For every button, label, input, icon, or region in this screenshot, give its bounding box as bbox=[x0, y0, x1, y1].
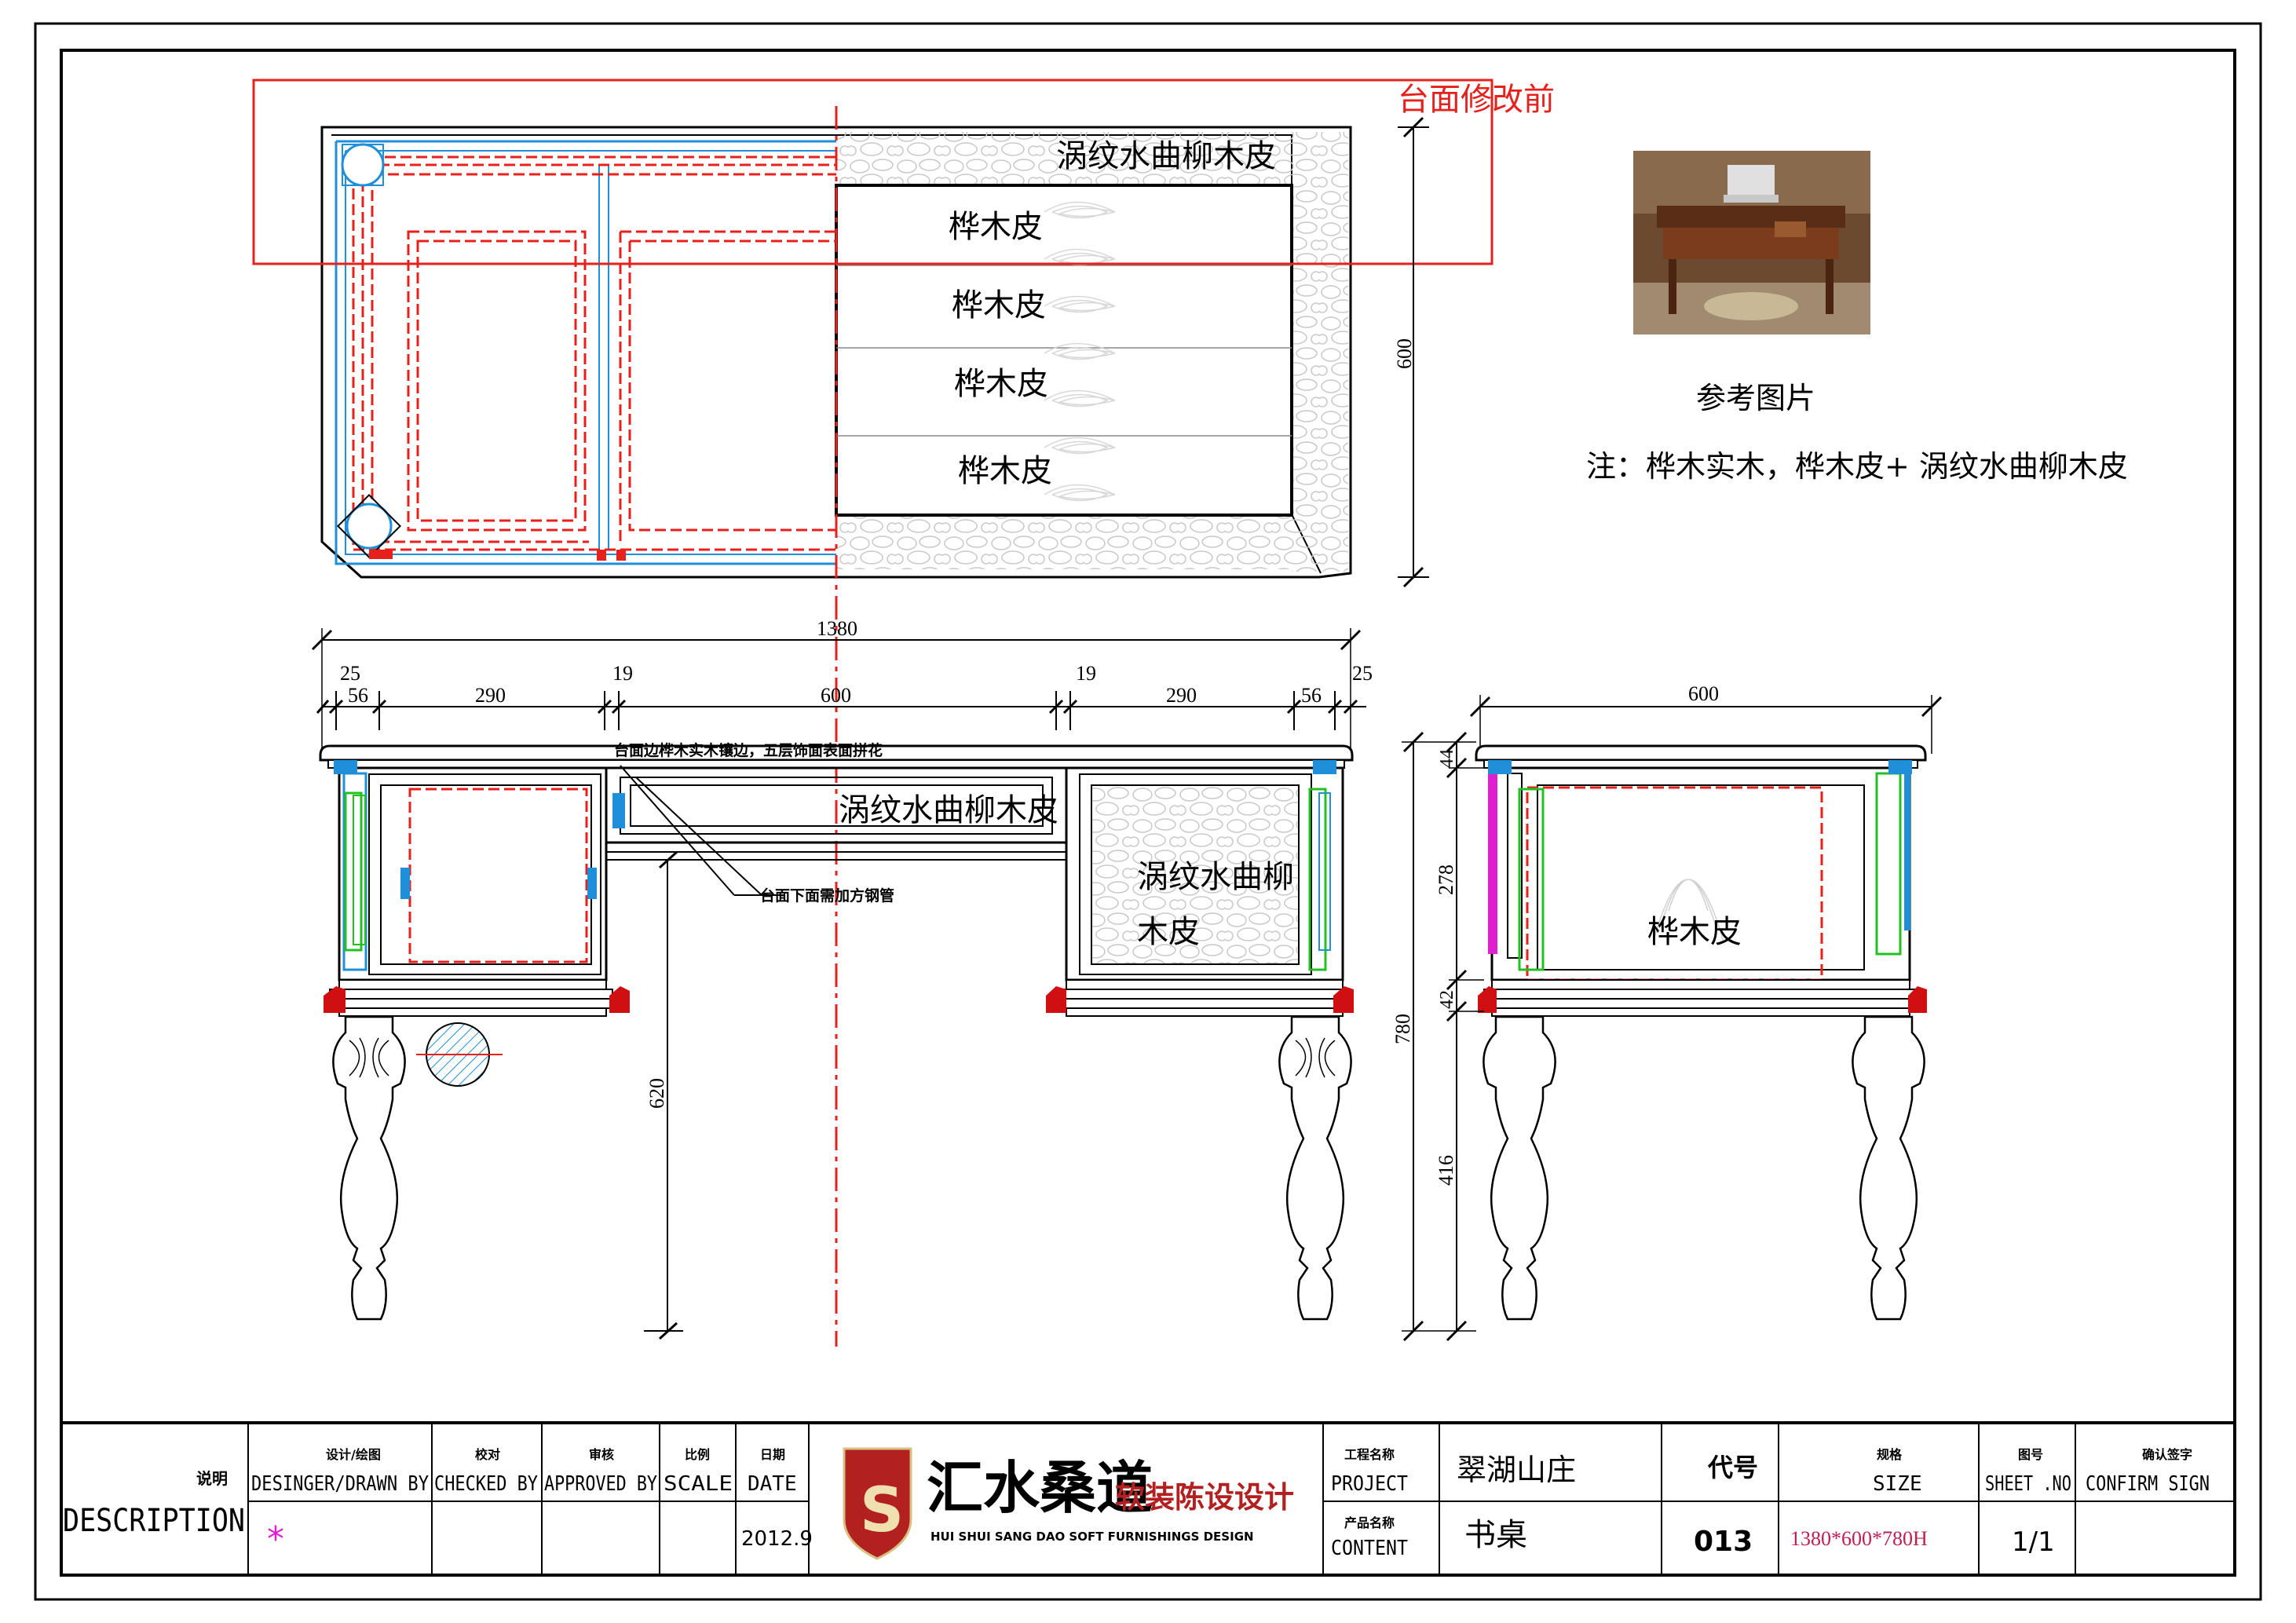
h-top-dim: 44 bbox=[1437, 749, 1457, 768]
date-value: 2012.9 bbox=[741, 1527, 813, 1551]
side-panel-label: 桦木皮 bbox=[1647, 914, 1742, 950]
sheet-en: SHEET .NO bbox=[1985, 1472, 2071, 1496]
dim-56-right: 56 bbox=[1301, 684, 1322, 707]
code-value: 013 bbox=[1694, 1526, 1753, 1558]
sheet-cn: 图号 bbox=[2018, 1447, 2043, 1462]
reference-photo bbox=[1633, 151, 1870, 334]
project-value: 翠湖山庄 bbox=[1457, 1453, 1576, 1487]
total-height-dim: 780 bbox=[1391, 1014, 1414, 1044]
size-cn: 规格 bbox=[1877, 1447, 1903, 1462]
project-cn: 工程名称 bbox=[1344, 1447, 1395, 1462]
reference-caption: 参考图片 bbox=[1696, 381, 1815, 415]
approved-cn: 审核 bbox=[589, 1447, 614, 1462]
description-en: DESCRIPTION bbox=[63, 1503, 245, 1539]
outer-frame bbox=[34, 22, 2262, 1601]
title-block bbox=[61, 1421, 2235, 1575]
code-label: 代号 bbox=[1707, 1453, 1758, 1482]
dim-600-center: 600 bbox=[821, 684, 851, 707]
dim-19-left: 19 bbox=[612, 662, 633, 685]
top-view bbox=[252, 79, 1493, 588]
scale-en: SCALE bbox=[664, 1472, 733, 1496]
checked-cn: 校对 bbox=[475, 1447, 500, 1462]
dim-19-right: 19 bbox=[1076, 662, 1096, 685]
annotation-steel-tube: 台面下面需加方钢管 bbox=[760, 886, 894, 905]
size-value: 1380*600*780H bbox=[1790, 1527, 1928, 1550]
designer-mark: * bbox=[267, 1519, 284, 1559]
logo-letter: S bbox=[860, 1475, 904, 1546]
right-panel-label-1: 涡纹水曲柳 bbox=[1137, 859, 1294, 895]
h-leg-dim: 416 bbox=[1435, 1155, 1457, 1186]
dim-25-right: 25 bbox=[1352, 662, 1373, 685]
scale-cn: 比例 bbox=[685, 1447, 710, 1462]
h-apron-dim: 278 bbox=[1435, 865, 1457, 895]
revision-box bbox=[252, 79, 1493, 265]
content-cn: 产品名称 bbox=[1344, 1515, 1395, 1530]
drawer-label-2: 桦木皮 bbox=[952, 287, 1046, 324]
company-english: HUI SHUI SANG DAO SOFT FURNISHINGS DESIG… bbox=[930, 1530, 1254, 1544]
project-en: PROJECT bbox=[1331, 1472, 1408, 1496]
center-drawer-label: 涡纹水曲柳木皮 bbox=[839, 792, 1058, 828]
annotation-top-edge: 台面边桦木实木镶边，五层饰面表面拼花 bbox=[614, 741, 883, 759]
company-name: 汇水桑道 bbox=[927, 1455, 1153, 1521]
dim-290-right: 290 bbox=[1166, 684, 1197, 707]
front-view bbox=[311, 628, 1366, 1340]
top-strip-label: 涡纹水曲柳木皮 bbox=[1056, 138, 1276, 174]
depth-dim: 600 bbox=[1393, 338, 1416, 369]
approved-en: APPROVED BY bbox=[544, 1472, 657, 1496]
content-en: CONTENT bbox=[1331, 1537, 1408, 1560]
date-en: DATE bbox=[748, 1472, 797, 1496]
description-cn: 说明 bbox=[196, 1469, 228, 1488]
company-subtitle: 软装陈设设计 bbox=[1115, 1480, 1294, 1515]
designer-cn: 设计/绘图 bbox=[326, 1447, 381, 1462]
right-panel-label-2: 木皮 bbox=[1137, 914, 1200, 950]
company-logo: S bbox=[843, 1447, 912, 1560]
dim-290-left: 290 bbox=[475, 684, 506, 707]
drawer-label-4: 桦木皮 bbox=[958, 453, 1052, 489]
h-rail-dim: 42 bbox=[1437, 990, 1457, 1009]
confirm-en: CONFIRM SIGN bbox=[2086, 1472, 2210, 1496]
reference-note: 注：桦木实木，桦木皮+ 涡纹水曲柳木皮 bbox=[1586, 449, 2128, 484]
revision-note: 台面修改前 bbox=[1398, 82, 1555, 118]
side-view bbox=[1402, 695, 1943, 1342]
total-width-dim: 1380 bbox=[817, 617, 857, 640]
side-width-dim: 600 bbox=[1688, 682, 1719, 705]
checked-en: CHECKED BY bbox=[434, 1472, 538, 1496]
inner-frame bbox=[60, 49, 2236, 1577]
drawer-label-1: 桦木皮 bbox=[949, 209, 1043, 245]
confirm-cn: 确认签字 bbox=[2142, 1447, 2192, 1462]
size-en: SIZE bbox=[1873, 1472, 1922, 1496]
knee-height-dim: 620 bbox=[645, 1078, 668, 1109]
sheet-value: 1/1 bbox=[2012, 1526, 2055, 1558]
drawer-label-3: 桦木皮 bbox=[954, 366, 1048, 402]
content-value: 书桌 bbox=[1464, 1517, 1527, 1553]
dim-25-left: 25 bbox=[340, 662, 360, 685]
dim-56-left: 56 bbox=[348, 684, 368, 707]
designer-en: DESINGER/DRAWN BY bbox=[251, 1472, 429, 1496]
date-cn: 日期 bbox=[760, 1447, 785, 1462]
